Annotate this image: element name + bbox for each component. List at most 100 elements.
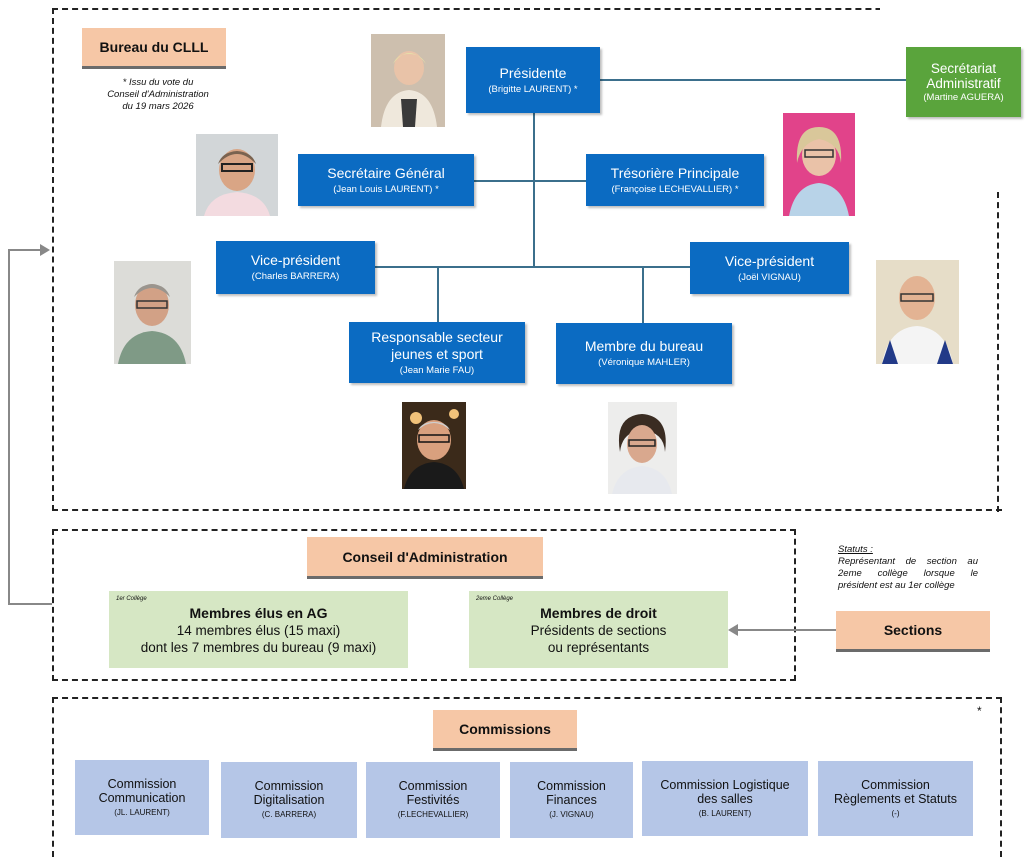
commission-finances: Commission Finances (J. VIGNAU) xyxy=(510,762,633,838)
commission-logistique: Commission Logistique des salles (B. LAU… xyxy=(642,761,808,836)
role-secretaire-general: Secrétaire Général (Jean Louis LAURENT) … xyxy=(298,154,474,206)
commission-label: Commission xyxy=(537,779,606,793)
sections-arrow-line xyxy=(738,629,836,631)
role-title: jeunes et sport xyxy=(391,345,483,362)
role-title: Secrétaire Général xyxy=(327,164,445,181)
portrait-secretaire-photo xyxy=(196,134,278,216)
role-name: (Joël VIGNAU) xyxy=(738,271,801,283)
sections-label: Sections xyxy=(883,622,943,638)
feedback-arrow-line xyxy=(8,249,42,251)
connector-line xyxy=(533,113,535,268)
bureau-frame xyxy=(52,8,1002,511)
role-name: (Martine AGUERA) xyxy=(923,91,1004,103)
commission-label: Commission xyxy=(398,779,468,793)
commission-label: Commission xyxy=(254,779,324,793)
commission-name: (J. VIGNAU) xyxy=(549,810,594,819)
commission-label: Commission xyxy=(861,777,930,792)
portrait-presidente-photo xyxy=(371,34,445,127)
statuts-line: Représentant de section au xyxy=(838,556,978,567)
bureau-title-text: Bureau du CLLL xyxy=(99,39,209,55)
portrait-responsable-jeunes-photo xyxy=(402,402,466,489)
role-title: Responsable secteur xyxy=(371,328,503,345)
college-heading: Membres de droit xyxy=(540,605,657,621)
commission-label: Règlements et Statuts xyxy=(834,791,957,806)
commissions-title: Commissions xyxy=(433,710,577,751)
role-presidente: Présidente (Brigitte LAURENT) * xyxy=(466,47,600,113)
role-title: Vice-président xyxy=(250,252,341,268)
connector-line xyxy=(437,266,439,322)
role-name: (Jean Louis LAURENT) * xyxy=(333,183,439,195)
role-vice-president-right: Vice-président (Joël VIGNAU) xyxy=(690,242,849,294)
commissions-frame xyxy=(52,697,1002,857)
commission-festivites: Commission Festivités (F.LECHEVALLIER) xyxy=(366,762,500,838)
role-title: Trésorière Principale xyxy=(610,164,740,181)
conseil-title: Conseil d'Administration xyxy=(307,537,543,579)
role-name: (Jean Marie FAU) xyxy=(399,364,475,376)
college-tag: 1er Collège xyxy=(116,596,147,602)
role-name: (Brigitte LAURENT) * xyxy=(488,83,578,95)
college-1-box: 1er Collège Membres élus en AG 14 membre… xyxy=(109,591,408,668)
commission-name: (F.LECHEVALLIER) xyxy=(397,810,469,819)
role-responsable-jeunes: Responsable secteur jeunes et sport (Jea… xyxy=(349,322,525,383)
role-name: (Charles BARRERA) xyxy=(251,271,340,282)
role-title: Secrétariat xyxy=(930,60,997,76)
conseil-frame xyxy=(52,529,796,681)
college-tag: 2eme Collège xyxy=(476,596,514,602)
commission-label: Commission xyxy=(107,776,177,791)
role-tresoriere: Trésorière Principale (Françoise LECHEVA… xyxy=(586,154,764,206)
sections-box: Sections xyxy=(836,611,990,652)
vote-note-line: du 19 mars 2026 xyxy=(122,101,194,112)
feedback-arrow-line xyxy=(8,249,10,605)
commission-label: Finances xyxy=(546,793,597,807)
commission-label: Commission Logistique xyxy=(660,777,790,792)
role-vice-president-left: Vice-président (Charles BARRERA) xyxy=(216,241,375,294)
sections-arrow-head xyxy=(728,624,738,636)
vote-note: * Issu du vote du Conseil d'Administrati… xyxy=(88,77,228,113)
statuts-label: Statuts : xyxy=(838,544,873,555)
commission-name: (-) xyxy=(891,808,900,818)
commission-digitalisation: Commission Digitalisation (C. BARRERA) xyxy=(221,762,357,838)
bureau-title: Bureau du CLLL xyxy=(82,28,226,69)
commission-name: (C. BARRERA) xyxy=(261,810,317,819)
college-line: Présidents de sections xyxy=(530,623,667,638)
role-title: Membre du bureau xyxy=(584,338,704,354)
portrait-membre-bureau-photo xyxy=(608,402,677,494)
portrait-vice-president-left-photo xyxy=(114,261,191,364)
role-title: Administratif xyxy=(926,75,1001,91)
statuts-note: Statuts : Représentant de section au 2em… xyxy=(838,544,978,592)
commissions-asterisk: * xyxy=(977,704,982,718)
commissions-title-text: Commissions xyxy=(459,721,551,737)
connector-line xyxy=(600,79,906,81)
role-membre-bureau: Membre du bureau (Véronique MAHLER) xyxy=(556,323,732,384)
role-secretariat: Secrétariat Administratif (Martine AGUER… xyxy=(906,47,1021,117)
college-line: 14 membres élus (15 maxi) xyxy=(176,623,341,638)
commission-label: Communication xyxy=(98,790,186,805)
connector-line xyxy=(474,180,586,182)
college-2-box: 2eme Collège Membres de droit Présidents… xyxy=(469,591,728,668)
statuts-line: président est au 1er collège xyxy=(838,580,955,591)
feedback-arrow-line xyxy=(8,603,52,605)
commission-label: Digitalisation xyxy=(253,793,325,807)
feedback-arrow-head xyxy=(40,244,50,256)
statuts-line: 2eme collège lorsque le xyxy=(838,568,978,579)
college-line: dont les 7 membres du bureau (9 maxi) xyxy=(140,640,377,655)
commission-name: (JL. LAURENT) xyxy=(114,807,170,817)
role-title: Présidente xyxy=(499,64,567,81)
portrait-tresoriere-photo xyxy=(783,113,855,216)
portrait-vice-president-right-photo xyxy=(876,260,959,364)
vote-note-line: * Issu du vote du xyxy=(122,77,194,88)
conseil-title-text: Conseil d'Administration xyxy=(342,548,508,565)
role-name: (Véronique MAHLER) xyxy=(598,357,690,368)
commission-communication: Commission Communication (JL. LAURENT) xyxy=(75,760,209,835)
connector-line xyxy=(375,266,691,268)
commission-name: (B. LAURENT) xyxy=(698,808,752,818)
role-name: (Françoise LECHEVALLIER) * xyxy=(611,183,739,195)
vote-note-line: Conseil d'Administration xyxy=(107,89,209,100)
connector-line xyxy=(642,266,644,323)
role-title: Vice-président xyxy=(724,252,815,269)
college-heading: Membres élus en AG xyxy=(189,605,328,621)
commission-reglements: Commission Règlements et Statuts (-) xyxy=(818,761,973,836)
commission-label: Festivités xyxy=(406,793,460,807)
commission-label: des salles xyxy=(697,791,753,806)
college-line: ou représentants xyxy=(547,640,650,655)
